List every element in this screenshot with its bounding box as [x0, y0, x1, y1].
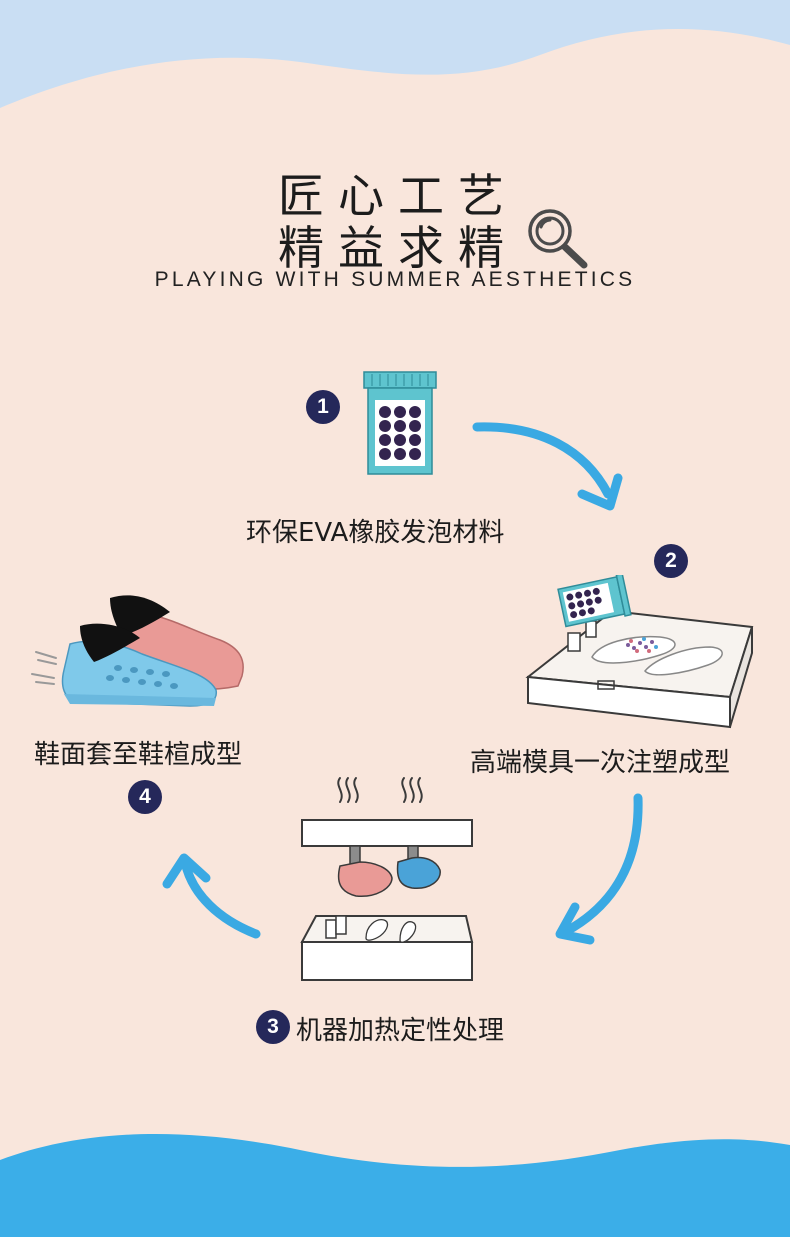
top-wave	[0, 0, 790, 108]
step-4-label: 鞋面套至鞋楦成型	[34, 740, 243, 770]
magnifier-icon	[528, 209, 588, 269]
heat-press-icon	[300, 777, 474, 981]
bottom-wave	[0, 1133, 790, 1237]
step-1-label: 环保EVA橡胶发泡材料	[246, 518, 505, 548]
heading-line-1: 匠心工艺	[278, 169, 518, 223]
pellet-jar-icon	[363, 371, 437, 475]
step-2-label: 高端模具一次注塑成型	[470, 748, 731, 778]
shoes-icon	[31, 595, 244, 707]
step-1-badge: 1	[306, 390, 340, 424]
step-4-badge: 4	[128, 780, 162, 814]
step-3-label: 机器加热定性处理	[296, 1016, 505, 1046]
step-2-badge: 2	[654, 544, 688, 578]
heading-line-2: 精益求精	[278, 221, 518, 275]
step-3-badge: 3	[256, 1010, 290, 1044]
mold-icon	[525, 575, 754, 729]
subtitle: PLAYING WITH SUMMER AESTHETICS	[154, 268, 636, 291]
